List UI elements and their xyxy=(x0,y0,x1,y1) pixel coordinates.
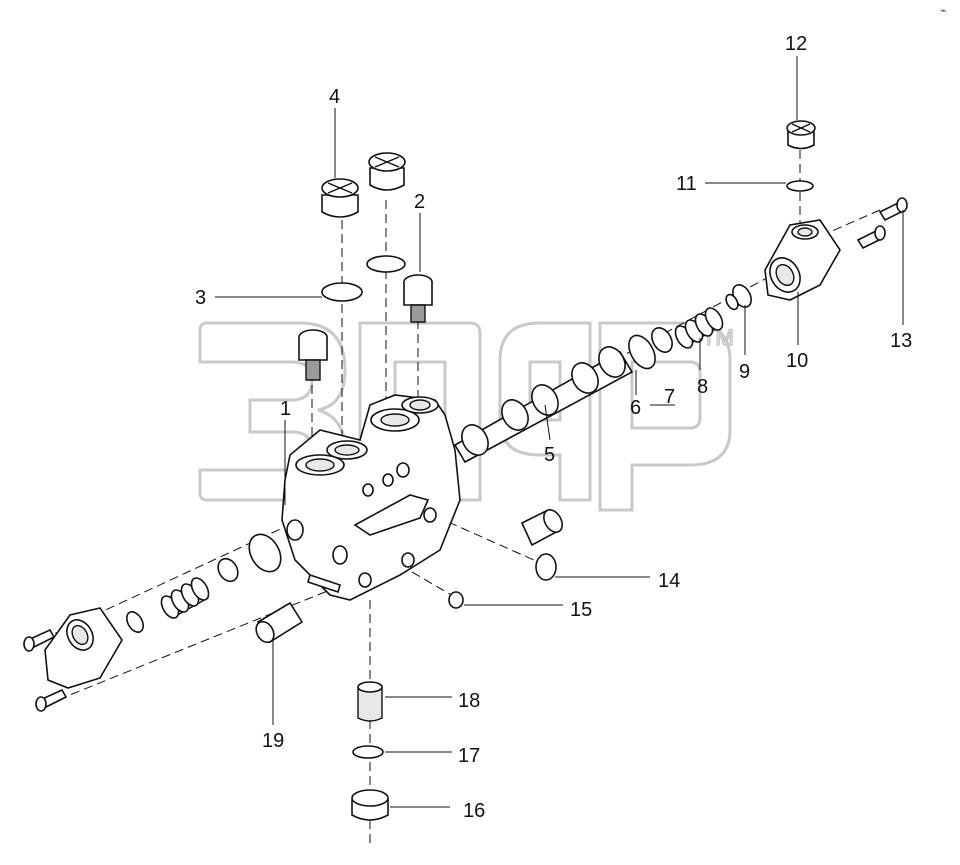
plug-4 xyxy=(321,178,359,218)
callout-14: 14 xyxy=(658,570,680,592)
bolts-13 xyxy=(856,197,908,250)
callout-18: 18 xyxy=(458,690,480,712)
spring-seat-9 xyxy=(725,284,752,311)
callout-3: 3 xyxy=(195,287,206,309)
relief-valve-left xyxy=(298,329,328,381)
callouts: 1 2 3 4 5 6 7 8 9 10 11 12 13 14 15 16 1… xyxy=(195,33,912,822)
o-ring-15 xyxy=(448,591,464,609)
leader-lines xyxy=(215,56,904,808)
callout-16: 16 xyxy=(463,800,485,822)
o-ring-14 xyxy=(535,553,557,581)
corner-mark: ⌁ xyxy=(940,5,947,17)
callout-8: 8 xyxy=(697,376,708,398)
callout-1: 1 xyxy=(280,398,291,420)
callout-6: 6 xyxy=(630,397,641,419)
washer-7 xyxy=(651,327,673,353)
callout-2: 2 xyxy=(414,191,425,213)
spring-8 xyxy=(674,307,724,349)
callout-10: 10 xyxy=(786,350,808,372)
o-ring-top xyxy=(366,255,406,273)
o-ring-left xyxy=(248,533,282,573)
cover-left xyxy=(44,607,123,689)
valve-body xyxy=(281,394,461,601)
plug-16 xyxy=(351,789,389,821)
bolts-left xyxy=(23,628,68,712)
callout-12: 12 xyxy=(785,33,807,55)
washer-left xyxy=(217,557,239,583)
plug-19 xyxy=(255,601,304,644)
plug-top xyxy=(368,152,406,191)
o-ring-3 xyxy=(321,282,363,302)
plug-14 xyxy=(520,508,563,547)
callout-7: 7 xyxy=(664,386,675,408)
spool xyxy=(453,346,634,464)
o-ring-17 xyxy=(352,745,384,759)
callout-17: 17 xyxy=(458,745,480,767)
callout-4: 4 xyxy=(329,86,340,108)
plug-12 xyxy=(786,120,816,150)
callout-5: 5 xyxy=(544,444,555,466)
relief-valve-2 xyxy=(403,274,433,323)
callout-9: 9 xyxy=(739,361,750,383)
callout-19: 19 xyxy=(262,730,284,752)
cover-10 xyxy=(764,219,841,301)
check-valve-18 xyxy=(357,681,383,722)
seat-left xyxy=(126,611,144,633)
spring-left xyxy=(160,577,210,620)
callout-13: 13 xyxy=(890,330,912,352)
o-ring-11 xyxy=(786,180,814,192)
callout-15: 15 xyxy=(570,599,592,621)
callout-11: 11 xyxy=(676,173,697,195)
o-ring-6 xyxy=(628,334,656,370)
